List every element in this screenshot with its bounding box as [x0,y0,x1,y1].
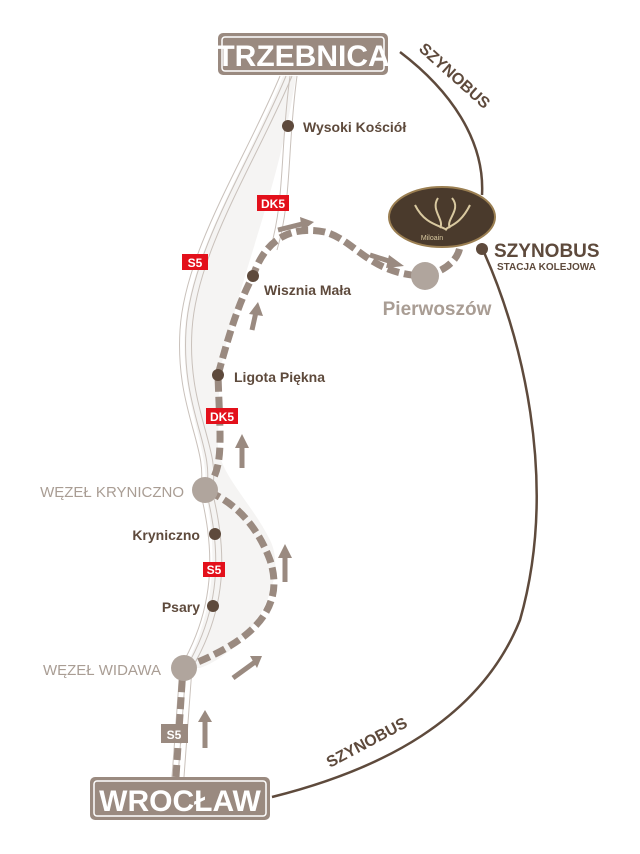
svg-text:STACJA KOLEJOWA: STACJA KOLEJOWA [497,262,596,273]
city-wroclaw[interactable]: WROCŁAW [90,777,270,820]
svg-text:S5: S5 [207,563,222,577]
city-label: WROCŁAW [99,785,261,818]
svg-text:DK5: DK5 [210,410,234,424]
town-psary[interactable]: Psary [162,599,219,615]
svg-text:Pierwoszów: Pierwoszów [383,299,492,320]
city-trzebnica[interactable]: TRZEBNICA [216,33,390,75]
town-wysoki-koscol[interactable]: Wysoki Kościół [282,119,406,135]
swan-icon [414,197,471,231]
junction-widawa[interactable]: WĘZEŁ WIDAWA [43,655,197,681]
city-label: TRZEBNICA [216,40,389,73]
svg-text:DK5: DK5 [261,197,285,211]
szynobus-station[interactable]: SZYNOBUS STACJA KOLEJOWA [476,241,600,273]
junction-kryniczno[interactable]: WĘZEŁ KRYNICZNO [40,477,218,503]
svg-text:WĘZEŁ KRYNICZNO: WĘZEŁ KRYNICZNO [40,484,184,501]
town-ligota-piekna[interactable]: Ligota Piękna [212,369,325,385]
svg-text:Kryniczno: Kryniczno [132,527,200,543]
svg-text:Wysoki Kościół: Wysoki Kościół [303,119,406,135]
badge-s5-bottom: S5 [161,724,188,743]
szynobus-line [271,51,538,799]
svg-text:S5: S5 [167,728,182,742]
badge-s5-top: S5 [182,254,208,270]
badge-dk5-mid: DK5 [206,408,238,424]
szynobus-label-bottom: SZYNOBUS [324,715,411,772]
badge-dk5-top: DK5 [257,195,289,211]
miloain-logo[interactable]: Miloain [388,186,496,248]
svg-text:S5: S5 [188,256,203,270]
svg-text:SZYNOBUS: SZYNOBUS [494,241,600,262]
badge-s5-mid: S5 [203,562,225,577]
svg-text:Ligota Piękna: Ligota Piękna [234,369,325,385]
direction-arrows [198,217,404,748]
svg-text:WĘZEŁ WIDAWA: WĘZEŁ WIDAWA [43,662,161,679]
svg-text:Wisznia Mała: Wisznia Mała [264,282,351,298]
town-wisznia-mala[interactable]: Wisznia Mała [247,270,351,298]
svg-text:Miloain: Miloain [421,235,443,242]
svg-text:Psary: Psary [162,599,200,615]
town-kryniczno[interactable]: Kryniczno [132,527,221,543]
destination-pierwoszow[interactable]: Pierwoszów [383,262,492,320]
